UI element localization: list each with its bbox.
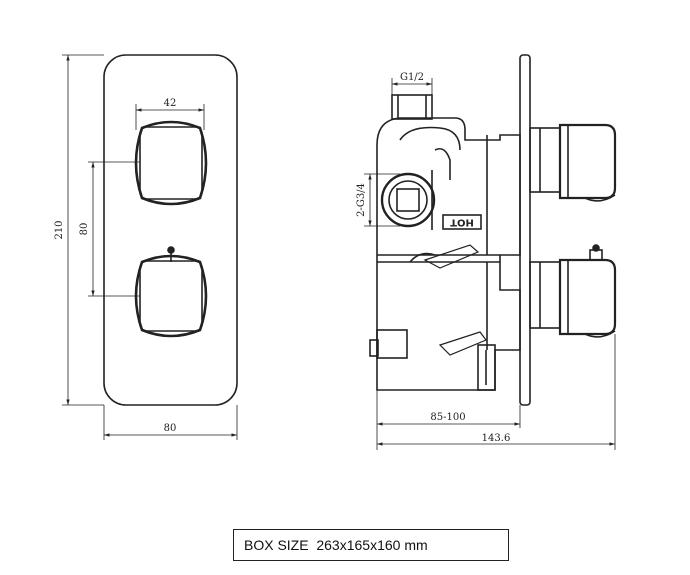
lower-knob [134, 246, 208, 338]
dim-outlets [364, 173, 400, 227]
dim-knob-width [135, 104, 205, 130]
dim-total-depth-label: 143.6 [482, 433, 511, 444]
dim-height-label: 210 [54, 220, 65, 239]
lower-cartridge [529, 244, 617, 338]
front-view [62, 54, 238, 440]
dim-width [103, 405, 238, 440]
upper-cartridge [529, 123, 617, 202]
inlet-pipe [391, 94, 433, 120]
dim-knob-width-label: 42 [164, 98, 177, 109]
outlet-fitting [380, 170, 436, 230]
hot-label: HOT [450, 217, 474, 228]
dim-height [62, 54, 104, 406]
valve-body [376, 117, 521, 391]
dim-depth-range [376, 390, 521, 450]
box-size-label: BOX SIZE 263x165x160 mm [233, 529, 509, 561]
dim-inlet-label: G1/2 [400, 72, 424, 83]
dim-knob-spacing-label: 80 [79, 223, 90, 236]
dim-outlets-label: 2-G3/4 [356, 183, 367, 217]
dim-depth-range-label: 85-100 [430, 412, 465, 423]
dim-width-label: 80 [164, 423, 177, 434]
side-plate [519, 54, 531, 406]
front-plate [103, 54, 238, 406]
side-view [364, 54, 617, 450]
hot-label-box [442, 214, 482, 230]
dim-total-depth [377, 334, 616, 450]
upper-knob [134, 120, 208, 206]
dim-inlet [391, 78, 433, 95]
dim-knob-spacing [88, 161, 140, 297]
